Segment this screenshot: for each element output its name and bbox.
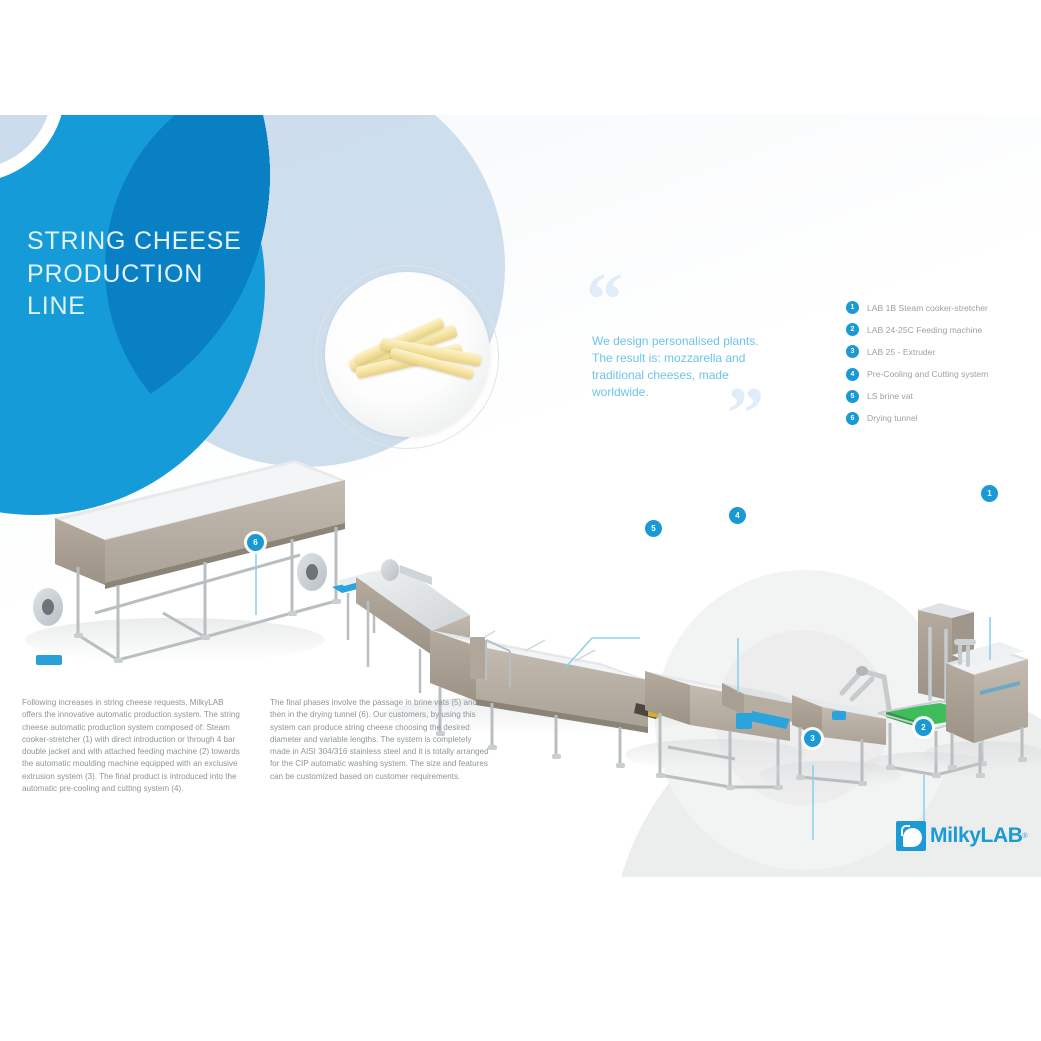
legend-badge-icon: 3: [846, 345, 859, 359]
legend-item-label: LS brine vat: [867, 391, 913, 402]
brochure-page: STRING CHEESE PRODUCTION LINE “ ” We des…: [0, 115, 1041, 877]
description-left-text: Following increases in string cheese req…: [22, 698, 240, 794]
callout-marker-2[interactable]: 2: [915, 719, 932, 736]
product-photo-ring: [315, 265, 499, 449]
legend-item-label: Pre-Cooling and Cutting system: [867, 369, 989, 380]
page-title-line-1: STRING CHEESE: [27, 227, 242, 255]
machine-brine-vat: [385, 630, 695, 768]
callout-marker-3[interactable]: 3: [804, 730, 821, 747]
milkylab-droplet-icon: [896, 821, 926, 851]
legend-item-label: LAB 24-25C Feeding machine: [867, 324, 983, 335]
legend-badge-icon: 4: [846, 367, 859, 381]
logo-wordmark: MilkyLAB: [930, 824, 1023, 847]
legend-item-5[interactable]: 5 LS brine vat: [846, 389, 1041, 403]
page-title-line-3: LINE: [27, 292, 86, 320]
legend-badge-icon: 5: [846, 389, 859, 403]
production-line-illustration: [25, 460, 1041, 840]
legend-badge-icon: 1: [846, 301, 859, 314]
legend-item-label: LAB 25 - Extruder: [867, 346, 936, 357]
product-photo: [325, 272, 490, 437]
callout-leader-lines: [255, 552, 991, 840]
legend-item-label: LAB 1B Steam cooker-stretcher: [867, 302, 988, 313]
registered-trademark-icon: ®: [1022, 832, 1028, 840]
legend-item-4[interactable]: 4 Pre-Cooling and Cutting system: [846, 367, 1041, 381]
legend-item-3[interactable]: 3 LAB 25 - Extruder: [846, 345, 1041, 359]
quote-open-icon: “: [586, 259, 623, 341]
legend-item-1[interactable]: 1 LAB 1B Steam cooker-stretcher: [846, 301, 1041, 314]
callout-marker-4[interactable]: 4: [729, 507, 746, 524]
legend-badge-icon: 6: [846, 411, 859, 425]
milkylab-logo: MilkyLAB ®: [896, 821, 1028, 851]
machine-drying-tunnel: [25, 460, 382, 665]
callout-marker-5[interactable]: 5: [645, 520, 662, 537]
page-title: STRING CHEESE PRODUCTION LINE: [27, 225, 317, 323]
callout-marker-1[interactable]: 1: [981, 485, 998, 502]
description-right-text: The final phases involve the passage in …: [270, 698, 489, 781]
machine-precooling-cutting: [625, 671, 805, 790]
legend-badge-icon: 2: [846, 323, 859, 337]
callout-marker-6[interactable]: 6: [247, 534, 264, 551]
description-column-left: Following increases in string cheese req…: [22, 697, 244, 795]
machine-steam-cooker-stretcher: [923, 639, 1041, 778]
quote-close-icon: ”: [727, 373, 764, 455]
legend-list: 1 LAB 1B Steam cooker-stretcher 2 LAB 24…: [846, 301, 1041, 434]
legend-item-6[interactable]: 6 Drying tunnel: [846, 411, 1041, 425]
page-title-line-2: PRODUCTION: [27, 259, 204, 288]
legend-item-label: Drying tunnel: [867, 413, 918, 424]
description-column-right: The final phases involve the passage in …: [270, 697, 492, 783]
legend-item-2[interactable]: 2 LAB 24-25C Feeding machine: [846, 323, 1041, 337]
quote-text: We design personalised plants. The resul…: [592, 334, 759, 400]
